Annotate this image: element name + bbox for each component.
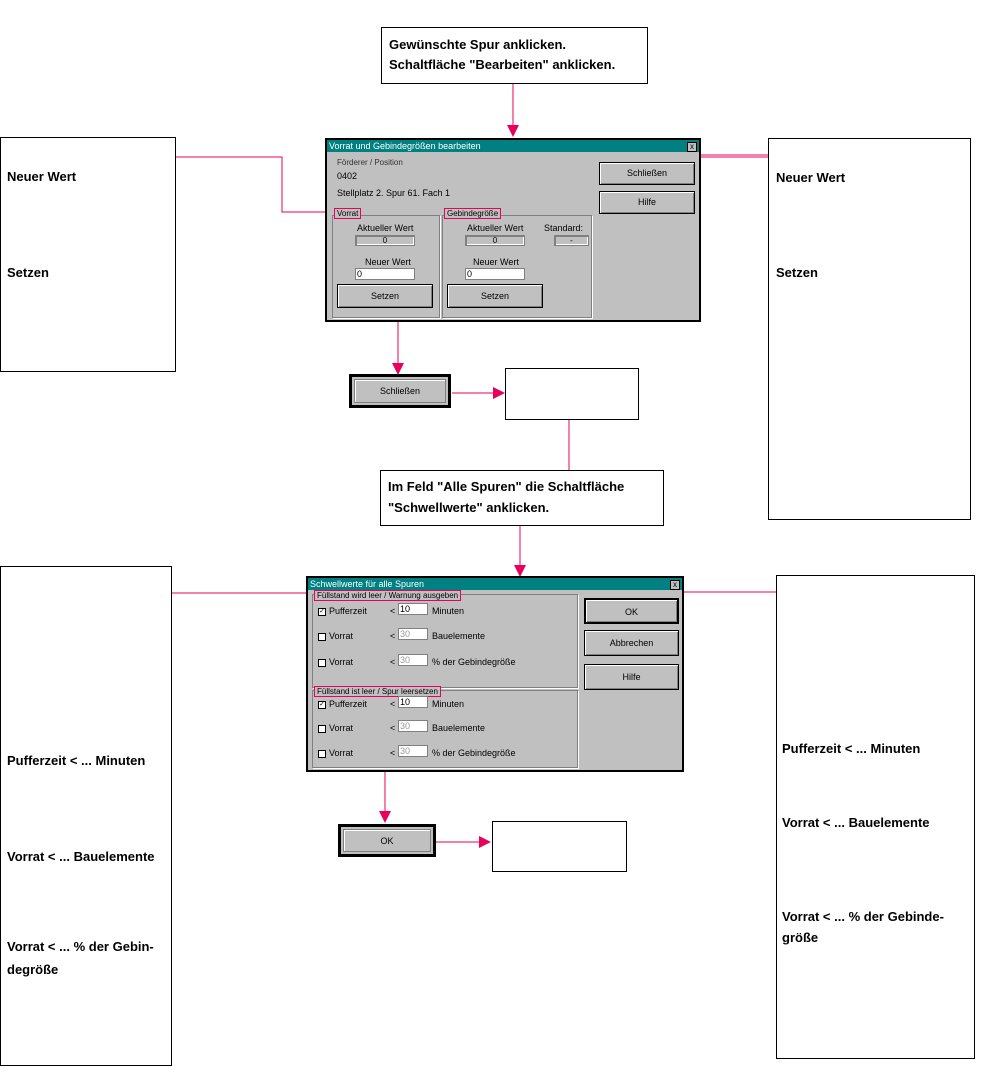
thresholds-dialog: Schwellwerte für alle Spuren x Füllstand… [306,576,684,772]
stock-group [332,215,440,318]
threshold-row: Vorrat [318,631,353,641]
threshold-row: Vorrat [318,748,353,758]
empty-group-label: Füllstand ist leer / Spur leersetzen [314,686,441,697]
checkbox[interactable] [318,749,326,758]
threshold-row: Vorrat [318,657,353,667]
empty-group [312,690,578,768]
help-button[interactable]: Hilfe [599,191,695,214]
pack-current-label: Aktueller Wert [467,223,524,233]
threshold-op: < [390,631,396,641]
instruction-line: Im Feld "Alle Spuren" die Schaltfläche [388,479,625,494]
threshold-input[interactable]: 30 [398,628,428,640]
ok-button[interactable]: OK [584,598,679,624]
close-button[interactable]: Schließen [599,162,695,185]
close-icon[interactable]: x [687,142,697,152]
annotation-label: Neuer Wert [7,169,77,184]
dialog-title: Vorrat und Gebindegrößen bearbeiten [329,141,481,151]
stock-new-input[interactable]: 0 [355,268,415,280]
instruction-box-1: Gewünschte Spur anklicken. Schaltfläche … [381,27,648,84]
close-button-large-label: Schließen [379,386,421,396]
pack-new-label: Neuer Wert [473,257,519,267]
conveyor-value: 0402 [337,171,358,181]
annotation-label: Setzen [7,265,49,280]
checkbox[interactable] [318,658,326,667]
threshold-input[interactable]: 10 [398,603,428,615]
threshold-unit: Bauelemente [432,631,486,641]
annotation-box-right-2: Pufferzeit < ... Minuten Vorrat < ... Ba… [776,575,975,1059]
pack-group [442,215,592,318]
threshold-input[interactable]: 30 [398,745,428,757]
threshold-op: < [390,723,396,733]
annotation-label: größe [782,930,819,945]
annotation-label: Pufferzeit < ... Minuten [782,741,921,756]
help-button[interactable]: Hilfe [584,664,679,690]
threshold-unit: Bauelemente [432,723,486,733]
cancel-button[interactable]: Abbrechen [584,630,679,656]
checkbox[interactable]: ✓ [318,700,326,709]
annotation-box-right-1: Neuer Wert Setzen [768,138,971,520]
position-value: Stellplatz 2. Spur 61. Fach 1 [337,188,451,198]
threshold-name: Vorrat [329,723,354,733]
stock-set-button[interactable]: Setzen [337,284,433,308]
annotation-label: Neuer Wert [776,170,846,185]
annotation-label: Vorrat < ... % der Gebin- [7,939,154,954]
annotation-label: Setzen [776,265,818,280]
instruction-line: Schaltfläche "Bearbeiten" anklicken. [389,57,616,72]
threshold-name: Pufferzeit [329,606,367,616]
pack-set-button[interactable]: Setzen [447,284,543,308]
threshold-name: Pufferzeit [329,699,367,709]
annotation-box-left-1: Neuer Wert Setzen [0,137,176,372]
pack-current-value: 0 [465,235,525,246]
close-icon[interactable]: x [670,580,680,590]
pack-standard-value: - [554,235,589,246]
annotation-label: Pufferzeit < ... Minuten [7,753,146,768]
annotation-label: Vorrat < ... Bauelemente [7,849,155,864]
threshold-name: Vorrat [329,631,354,641]
threshold-op: < [390,606,396,616]
instruction-box-2: Im Feld "Alle Spuren" die Schaltfläche "… [380,470,664,526]
checkbox[interactable]: ✓ [318,607,326,616]
checkbox[interactable] [318,724,326,733]
stock-current-label: Aktueller Wert [357,223,414,233]
dialog-title: Schwellwerte für alle Spuren [310,579,425,589]
threshold-unit: % der Gebindegröße [432,657,516,667]
threshold-unit: Minuten [432,699,465,709]
warning-group-label: Füllstand wird leer / Warnung ausgeben [314,590,462,601]
annotation-label: Vorrat < ... % der Gebinde- [782,909,944,924]
threshold-row: ✓Pufferzeit [318,606,367,616]
pack-group-label: Gebindegröße [444,208,502,219]
ok-button-large[interactable]: OK [338,824,436,857]
threshold-unit: % der Gebindegröße [432,748,516,758]
stock-new-label: Neuer Wert [365,257,411,267]
threshold-op: < [390,699,396,709]
annotation-label: degröße [7,962,59,977]
instruction-line: Gewünschte Spur anklicken. [389,37,566,52]
threshold-row: Vorrat [318,723,353,733]
threshold-input[interactable]: 30 [398,720,428,732]
instruction-line: "Schwellwerte" anklicken. [388,500,550,515]
annotation-label: Vorrat < ... Bauelemente [782,815,930,830]
close-button-large[interactable]: Schließen [349,374,451,408]
dialog-titlebar: Vorrat und Gebindegrößen bearbeiten x [327,140,699,152]
threshold-input[interactable]: 30 [398,654,428,666]
ok-button-large-label: OK [380,836,394,846]
stock-pack-dialog: Vorrat und Gebindegrößen bearbeiten x Fö… [325,138,701,322]
stock-group-label: Vorrat [334,208,362,219]
threshold-op: < [390,657,396,667]
stock-current-value: 0 [355,235,415,246]
dialog-titlebar: Schwellwerte für alle Spuren x [308,578,682,590]
result-box-1 [505,368,639,420]
threshold-name: Vorrat [329,657,354,667]
pack-new-input[interactable]: 0 [465,268,525,280]
threshold-unit: Minuten [432,606,465,616]
threshold-op: < [390,748,396,758]
threshold-row: ✓Pufferzeit [318,699,367,709]
annotation-box-left-2: Pufferzeit < ... Minuten Vorrat < ... Ba… [0,566,172,1066]
checkbox[interactable] [318,632,326,641]
result-box-2 [492,821,627,872]
threshold-name: Vorrat [329,748,354,758]
conveyor-label: Förderer / Position [337,158,403,167]
pack-standard-label: Standard: [544,223,584,233]
threshold-input[interactable]: 10 [398,696,428,708]
